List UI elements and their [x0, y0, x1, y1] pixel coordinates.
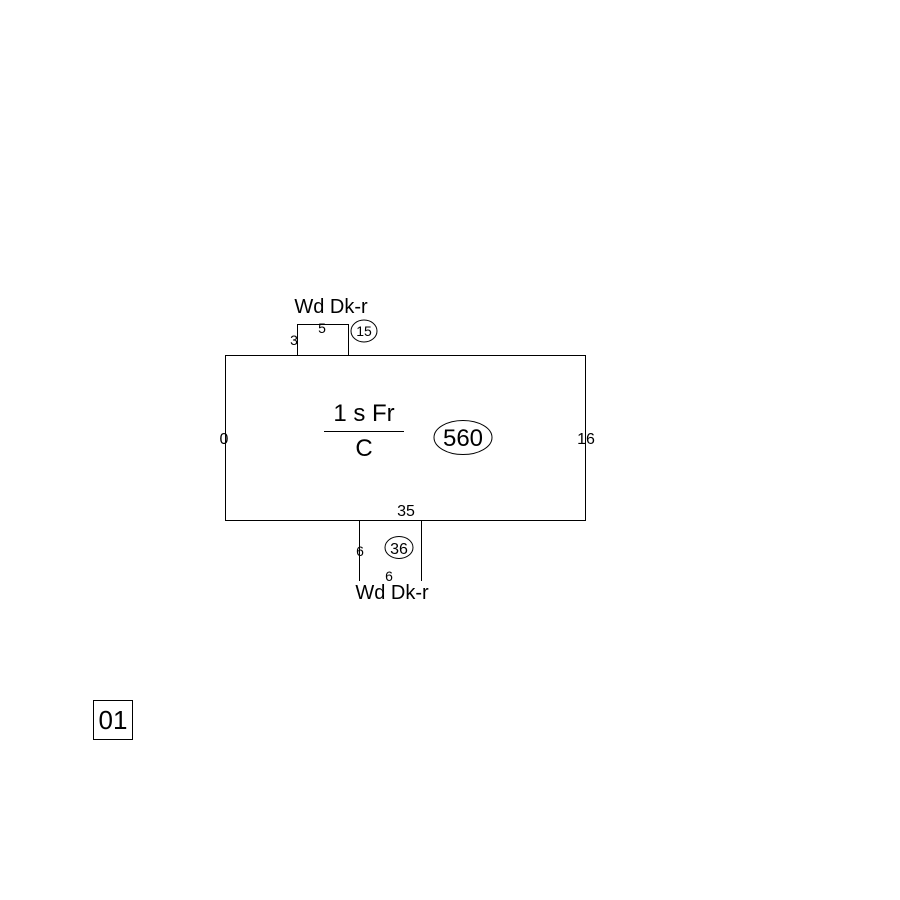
main-area-dim-left: 0: [220, 431, 229, 448]
top-addition-sqft: 15: [356, 323, 372, 339]
main-area-dim-bottom: 35: [397, 503, 415, 520]
card-number: 01: [93, 700, 133, 740]
main-area-dim-right: 16: [577, 431, 595, 448]
main-area-sqft: 560: [443, 425, 483, 452]
top-addition-dim-top: 5: [318, 320, 326, 336]
main-area-label: 1 s Fr: [333, 400, 394, 427]
main-area-construction: C: [355, 435, 372, 462]
top-addition-outline: [297, 324, 349, 355]
main-area-outline: [225, 355, 586, 521]
bottom-addition-dim-left: 6: [356, 543, 364, 559]
bottom-addition-sqft: 36: [390, 541, 408, 558]
bottom-addition-sqft-ellipse: [384, 536, 414, 559]
top-addition-dim-left: 3: [290, 332, 298, 348]
top-addition-label: Wd Dk-r: [294, 296, 368, 318]
bottom-addition-label: Wd Dk-r: [355, 582, 429, 604]
main-area-sqft-ellipse: [433, 420, 493, 455]
bottom-addition-dim-bottom: 6: [385, 568, 393, 584]
top-addition-sqft-ellipse: [350, 319, 378, 343]
